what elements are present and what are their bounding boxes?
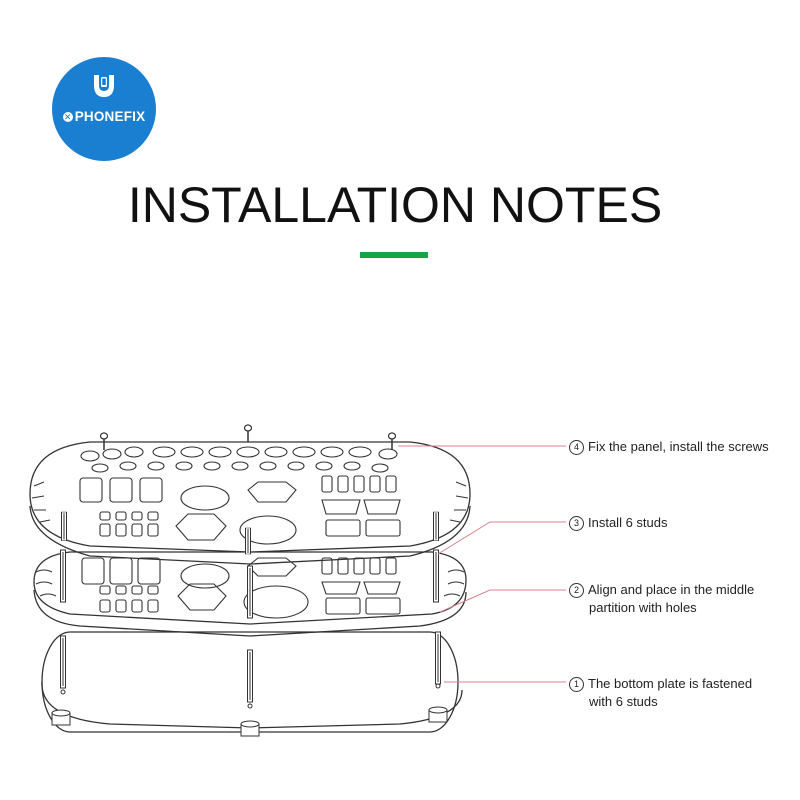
note-4-number: 4 (569, 440, 584, 455)
note-4-line-1: Fix the panel, install the screws (588, 439, 769, 454)
foot-left (51, 709, 71, 726)
note-4: 4 Fix the panel, install the screws (569, 438, 769, 456)
foot-middle (240, 720, 260, 737)
note-2: 2 Align and place in the middle partition… (569, 581, 754, 617)
note-1-line-1: The bottom plate is fastened (588, 676, 753, 691)
note-3-line-1: Install 6 studs (588, 515, 668, 530)
title-underline (360, 252, 428, 258)
phonefix-logo: ✕PHONEFIX (52, 57, 156, 161)
bottom-plate (41, 631, 463, 737)
note-2-number: 2 (569, 583, 584, 598)
brand-name: ✕PHONEFIX (52, 109, 156, 124)
note-1-number: 1 (569, 677, 584, 692)
leader-2 (439, 589, 566, 613)
note-1: 1 The bottom plate is fastened with 6 stu… (569, 675, 752, 711)
top-plate (29, 424, 471, 565)
brand-text: PHONEFIX (74, 109, 146, 124)
foot-right (428, 706, 448, 723)
leader-lines (398, 445, 566, 683)
brand-x-icon: ✕ (62, 112, 73, 122)
leader-3 (437, 521, 566, 555)
middle-plate (33, 549, 467, 637)
page-title: INSTALLATION NOTES (127, 177, 663, 233)
note-3-number: 3 (569, 516, 584, 531)
note-3: 3 Install 6 studs (569, 514, 668, 532)
wrench-phone-icon (94, 75, 114, 97)
note-2-line-2: partition with holes (589, 600, 697, 615)
note-1-line-2: with 6 studs (589, 694, 658, 709)
note-2-line-1: Align and place in the middle (588, 582, 755, 597)
